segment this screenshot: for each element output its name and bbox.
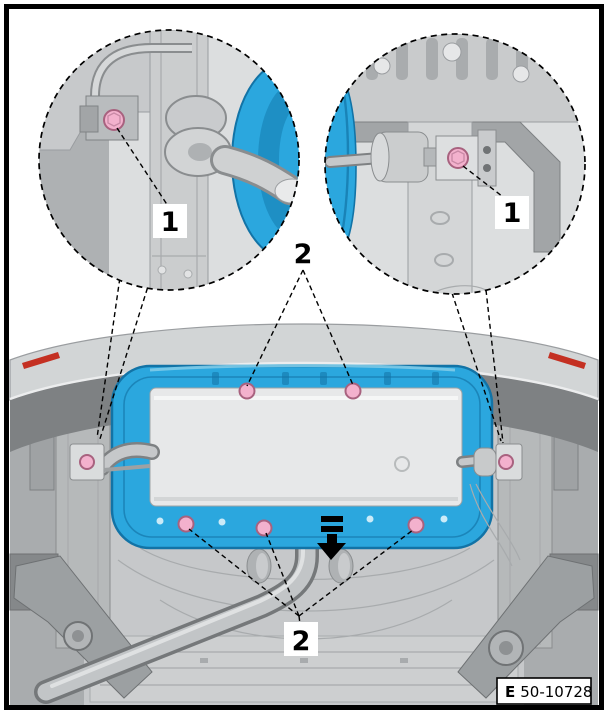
bolt-mount-right	[498, 454, 514, 470]
detail-leader-lines	[96, 269, 504, 444]
rear-silencer-highlight	[110, 364, 494, 550]
bolt-top-left	[238, 382, 256, 400]
suspension-arm-right	[457, 553, 599, 699]
reflector-right	[548, 352, 586, 369]
label-2-top: 2	[294, 239, 313, 270]
exhaust-pipe	[34, 490, 319, 704]
label-1-right: 1	[503, 198, 522, 229]
installation-direction-down-arrow-icon	[317, 516, 346, 560]
bolt-mount-left	[79, 454, 95, 470]
bolt-bottom-center	[255, 519, 273, 537]
detail-circle-right	[324, 33, 586, 295]
detail-view-right: 1	[324, 33, 586, 295]
bolt-bottom-right	[407, 516, 425, 534]
callout-2-top: 2	[246, 239, 354, 387]
label-2-bottom: 2	[292, 626, 311, 657]
silencer-mount-right	[456, 443, 523, 567]
silencer-heat-shield	[149, 387, 463, 507]
bolt-top-right	[344, 382, 362, 400]
floor-drain-holes	[246, 548, 354, 584]
silencer-mount-left	[69, 442, 160, 481]
label-1-left: 1	[161, 207, 180, 238]
reflector-left	[22, 352, 60, 369]
rubber-bushing	[325, 131, 439, 183]
main-underbody-view	[9, 323, 599, 705]
detail-circle-left	[38, 29, 300, 291]
figure-frame	[4, 4, 604, 710]
bolt-bottom-left	[177, 515, 195, 533]
rubber-mount	[164, 95, 232, 177]
callout-2-bottom: 2	[188, 528, 414, 657]
